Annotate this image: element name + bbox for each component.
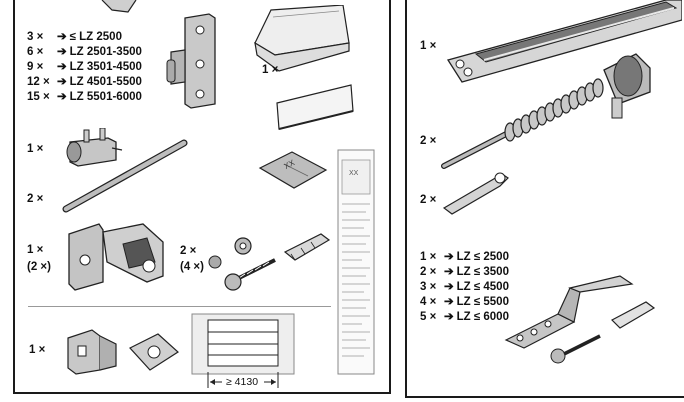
coupler-quantity: 1 × bbox=[27, 143, 44, 155]
screws-plugs-illustration bbox=[208, 233, 331, 291]
track-rail-illustration bbox=[446, 0, 682, 83]
hinge-illustration bbox=[166, 13, 216, 109]
hinge-row: 6 ×➔LZ 2501-3500 bbox=[27, 46, 142, 58]
door-width-dimension: ≥ 4130 bbox=[226, 376, 259, 388]
arrow-icon: ➔ bbox=[57, 76, 67, 88]
arrow-icon: ➔ bbox=[444, 296, 454, 308]
bottom-quantity: 1 × bbox=[29, 344, 46, 356]
hinge-row: 3 ×➔≤ LZ 2500 bbox=[27, 31, 122, 43]
arrow-icon: ➔ bbox=[57, 31, 67, 43]
plastic-sheet-illustration bbox=[254, 5, 350, 72]
right-parts-panel bbox=[405, 0, 684, 398]
arrow-icon: ➔ bbox=[444, 311, 454, 323]
hinge-row: 12 ×➔LZ 4501-5500 bbox=[27, 76, 142, 88]
sheet-quantity: 1 × bbox=[262, 64, 279, 76]
arrow-icon: ➔ bbox=[444, 281, 454, 293]
hanger-bracket-illustration bbox=[504, 275, 656, 364]
hanger-row: 5 ×➔LZ ≤ 6000 bbox=[420, 311, 509, 323]
clip-plate-illustration bbox=[129, 333, 179, 371]
arrow-icon: ➔ bbox=[57, 91, 67, 103]
door-panel-illustration bbox=[191, 313, 295, 388]
instruction-sheet-text: XX bbox=[349, 170, 359, 177]
shaft-rod-illustration bbox=[62, 139, 188, 213]
instruction-sheet-illustration bbox=[337, 149, 375, 375]
cable-clip-illustration bbox=[442, 172, 509, 215]
shaft-coupler-illustration bbox=[66, 128, 123, 167]
screw-quantity-alt: (4 ×) bbox=[180, 261, 204, 273]
hanger-row: 2 ×➔LZ ≤ 3500 bbox=[420, 266, 509, 278]
hanger-row: 1 ×➔LZ ≤ 2500 bbox=[420, 251, 509, 263]
clip-quantity: 2 × bbox=[420, 194, 437, 206]
angle-bracket-illustration bbox=[67, 329, 117, 375]
seal-strip-illustration bbox=[276, 84, 354, 130]
spring-quantity: 2 × bbox=[420, 135, 437, 147]
hanger-row: 4 ×➔LZ ≤ 5500 bbox=[420, 296, 509, 308]
rail-quantity: 1 × bbox=[420, 40, 437, 52]
hinge-row: 15 ×➔LZ 5501-6000 bbox=[27, 91, 142, 103]
screw-quantity: 2 × bbox=[180, 245, 197, 257]
bracket-quantity: 1 × bbox=[27, 244, 44, 256]
arrow-icon: ➔ bbox=[444, 266, 454, 278]
arrow-icon: ➔ bbox=[444, 251, 454, 263]
hanger-row: 3 ×➔LZ ≤ 4500 bbox=[420, 281, 509, 293]
torsion-spring-illustration bbox=[441, 53, 651, 169]
left-parts-panel bbox=[13, 0, 391, 394]
arrow-icon: ➔ bbox=[57, 46, 67, 58]
hinge-partial-illustration bbox=[101, 0, 137, 13]
rod-quantity: 2 × bbox=[27, 193, 44, 205]
label-sticker-illustration bbox=[258, 151, 328, 189]
section-divider bbox=[28, 306, 331, 307]
bracket-quantity-alt: (2 ×) bbox=[27, 261, 51, 273]
spring-bracket-illustration bbox=[68, 223, 164, 291]
arrow-icon: ➔ bbox=[57, 61, 67, 73]
hinge-row: 9 ×➔LZ 3501-4500 bbox=[27, 61, 142, 73]
